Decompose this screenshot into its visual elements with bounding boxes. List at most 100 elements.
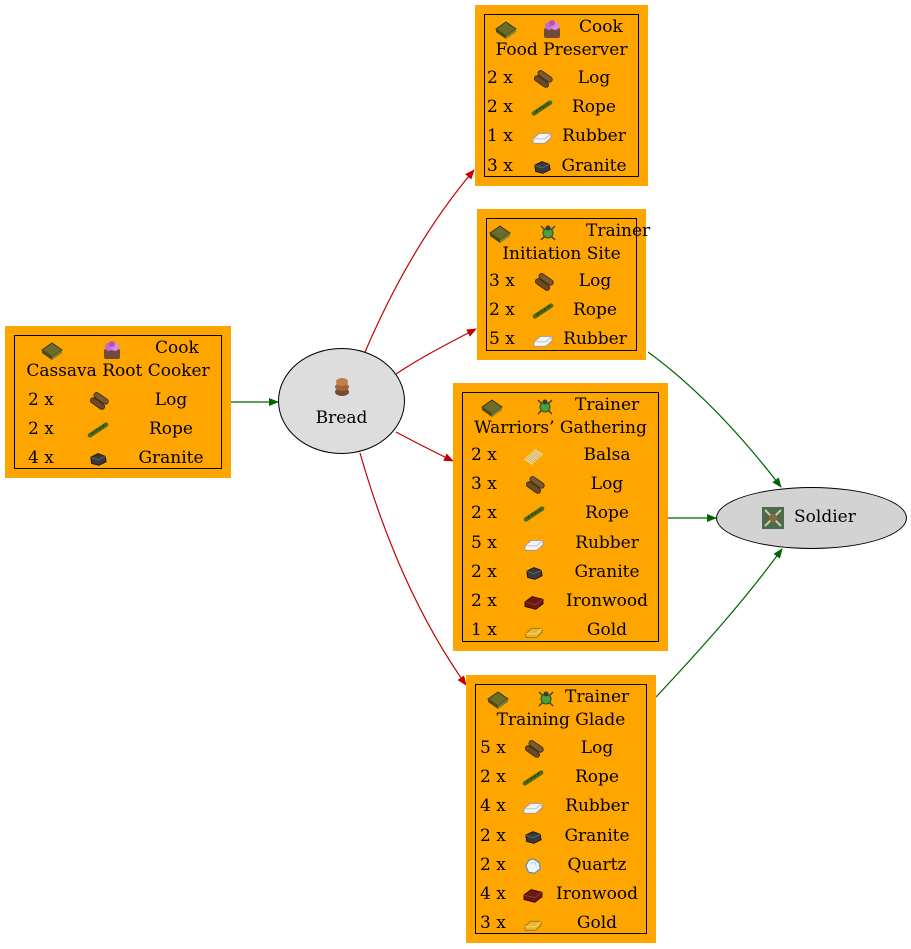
cost-ware-name: Rope (149, 419, 193, 440)
cost-row: 3 x Log (487, 267, 636, 296)
cost-quantity: 3 x (471, 474, 497, 495)
cost-ware-name: Rubber (563, 329, 627, 350)
building-icon (489, 225, 511, 243)
cost-ware-name: Gold (576, 913, 618, 934)
cost-quantity: 3 x (480, 913, 506, 934)
cost-quantity: 2 x (480, 767, 506, 788)
edge-bread-to-initiation-site (395, 328, 477, 375)
granite-icon (525, 830, 542, 844)
rope-icon (522, 770, 544, 786)
building-icon (495, 21, 517, 39)
consumer-name: Food Preserver (495, 40, 628, 60)
quartz-icon (525, 857, 541, 874)
cost-quantity: 5 x (489, 329, 515, 350)
cost-ware-name: Ironwood (566, 591, 648, 611)
trainer-icon (538, 691, 554, 707)
rubber-icon (523, 803, 543, 815)
gold-icon (525, 628, 543, 638)
cost-quantity: 2 x (489, 300, 515, 321)
cost-row: 2 x Rope (15, 415, 221, 444)
cost-quantity: 2 x (28, 419, 54, 440)
cost-quantity: 2 x (487, 68, 513, 88)
rubber-icon (524, 539, 544, 551)
edge-training-glade-to-soldier (655, 548, 783, 698)
ware-node-bread: Bread (278, 348, 405, 454)
cost-row: 5 x Rubber (487, 325, 636, 354)
edge-bread-to-food-preserver (364, 169, 475, 353)
rope-icon (532, 303, 554, 319)
cost-ware-name: Log (590, 474, 624, 495)
consumer-type-label: Trainer (586, 221, 651, 241)
cost-quantity: 2 x (471, 503, 497, 524)
trainer-icon (537, 399, 553, 415)
cook-icon (544, 20, 560, 38)
log-icon (534, 273, 554, 291)
cost-row: 4 x Granite (15, 444, 221, 473)
cost-row: 2 x Granite (476, 822, 646, 851)
cost-ware-name: Log (580, 738, 614, 758)
granite-icon (534, 160, 551, 174)
building-icon (487, 691, 509, 709)
consumer-name: Warriors’ Gathering (474, 418, 647, 438)
cost-quantity: 4 x (480, 796, 506, 817)
cost-quantity: 2 x (480, 825, 506, 846)
edge-bread-to-warriors-gathering (395, 431, 454, 462)
cost-row: 3 x Log (463, 470, 658, 499)
cost-ware-name: Rubber (575, 532, 639, 553)
cost-row: 2 x Log (485, 64, 638, 93)
edge-bread-to-training-glade (359, 452, 467, 686)
cost-ware-name: Rope (572, 97, 616, 118)
ironwood-icon (524, 596, 544, 610)
cost-ware-name: Ironwood (556, 884, 638, 904)
log-icon (89, 392, 109, 410)
granite-icon (526, 566, 543, 580)
cost-quantity: 3 x (489, 271, 515, 291)
consumer-name: Training Glade (496, 710, 626, 730)
cost-quantity: 2 x (471, 445, 497, 465)
cost-quantity: 4 x (28, 448, 54, 469)
rubber-icon (533, 336, 553, 348)
output-node-soldier: Soldier (716, 487, 907, 549)
rope-icon (87, 422, 109, 438)
cost-ware-name: Log (578, 271, 612, 291)
output-name: Soldier (794, 507, 856, 527)
cost-ware-name: Granite (561, 155, 627, 176)
cost-ware-name: Granite (574, 561, 640, 582)
cost-row: 5 x Log (476, 734, 646, 763)
cost-row: 2 x Rope (487, 296, 636, 325)
cost-ware-name: Log (154, 390, 188, 410)
cost-quantity: 5 x (480, 738, 506, 758)
cost-ware-name: Rubber (565, 796, 629, 817)
cost-quantity: 2 x (28, 390, 54, 410)
cook-icon (104, 341, 120, 359)
gold-icon (524, 921, 542, 931)
cost-ware-name: Log (577, 68, 611, 88)
consumer-type-label: Cook (579, 17, 623, 37)
building-icon (481, 399, 503, 417)
cost-ware-name: Rope (573, 300, 617, 321)
cost-row: 4 x Rubber (476, 792, 646, 821)
cost-ware-name: Granite (564, 825, 630, 846)
cost-ware-name: Balsa (583, 445, 631, 465)
cost-ware-name: Granite (138, 448, 204, 469)
cost-ware-name: Rubber (562, 126, 626, 147)
